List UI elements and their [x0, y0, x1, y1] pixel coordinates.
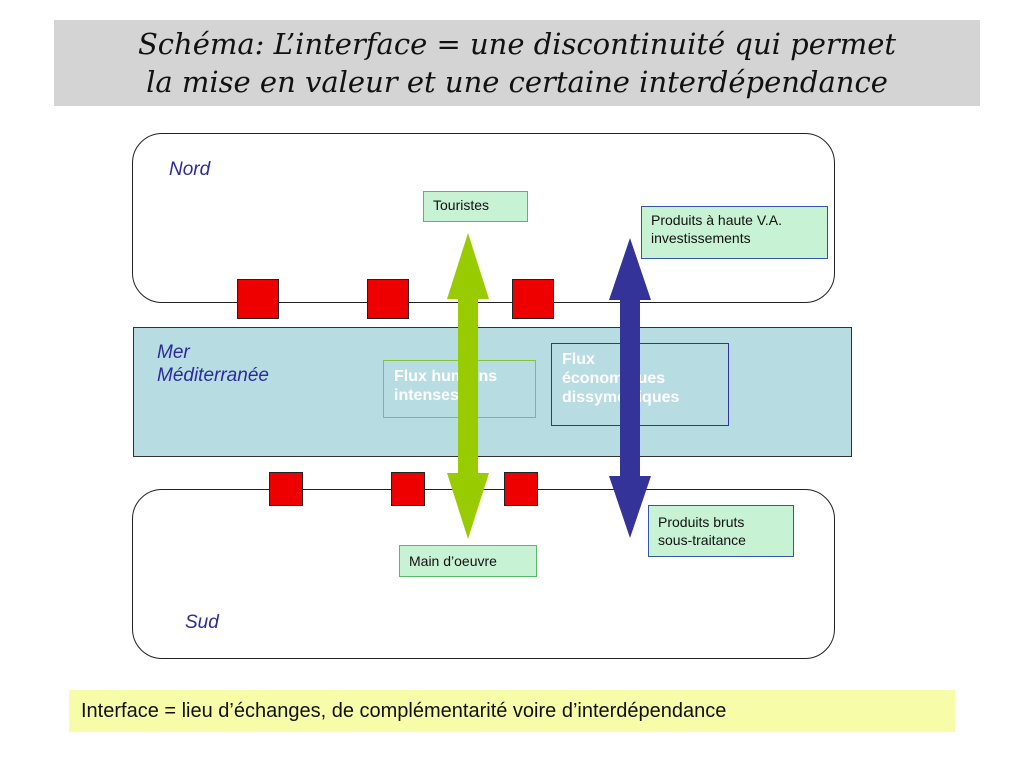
- box-touristes: Touristes: [423, 191, 528, 222]
- produits-haute-va-line-2: investissements: [651, 230, 751, 246]
- title-line-1: Schéma: L’interface = une discontinuité …: [137, 27, 897, 61]
- port-sud-1: [269, 472, 303, 506]
- sea-mediterranee: [133, 327, 852, 457]
- economic-flow-double-arrow: [609, 238, 651, 538]
- flux-humains-line-2: intenses: [394, 387, 459, 404]
- port-nord-1: [237, 279, 279, 319]
- port-sud-3: [504, 472, 538, 506]
- produits-bruts-line-2: sous-traitance: [658, 532, 746, 548]
- slide-title: Schéma: L’interface = une discontinuité …: [54, 20, 980, 106]
- label-mer-line-1: Mer: [157, 342, 190, 363]
- caption-interface-definition: Interface = lieu d’échanges, de compléme…: [69, 690, 955, 732]
- human-flow-double-arrow: [447, 233, 489, 539]
- produits-bruts-line-1: Produits bruts: [658, 514, 745, 530]
- title-line-2: la mise en valeur et une certaine interd…: [146, 65, 888, 99]
- label-nord: Nord: [169, 159, 211, 180]
- label-mer: Mer Méditerranée: [157, 341, 269, 387]
- port-nord-2: [367, 279, 409, 319]
- port-nord-3: [512, 279, 554, 319]
- label-mer-line-2: Méditerranée: [157, 365, 269, 386]
- port-sud-2: [391, 472, 425, 506]
- flux-eco-line-1: Flux: [562, 351, 595, 368]
- label-sud: Sud: [185, 612, 219, 633]
- box-produits-bruts: Produits bruts sous-traitance: [648, 505, 794, 557]
- box-main-oeuvre: Main d’oeuvre: [399, 545, 537, 577]
- box-produits-haute-va: Produits à haute V.A. investissements: [641, 206, 828, 259]
- produits-haute-va-line-1: Produits à haute V.A.: [651, 212, 783, 228]
